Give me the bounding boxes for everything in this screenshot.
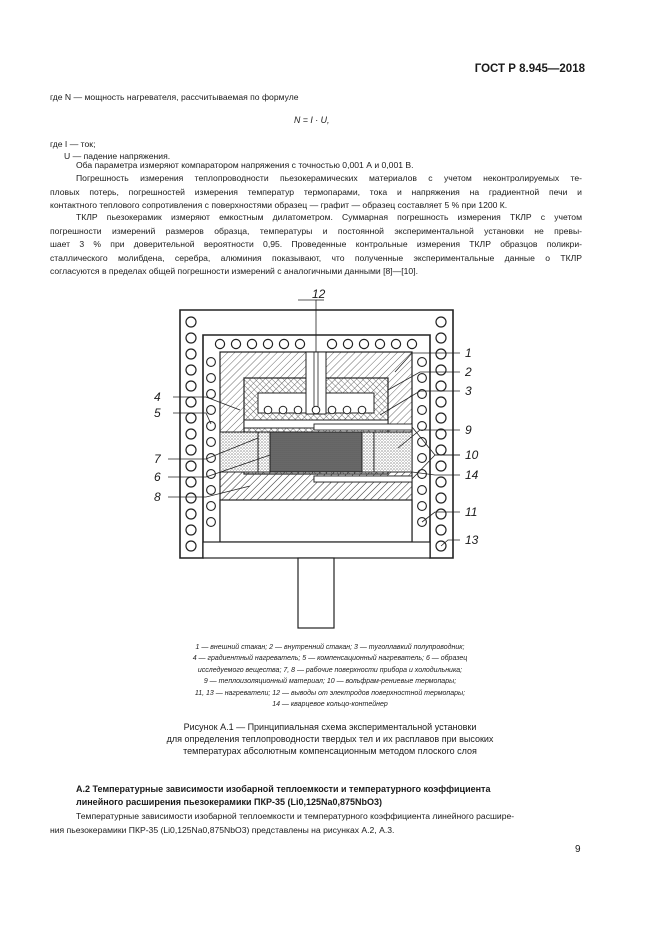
legend-line: 4 — градиентный нагреватель; 5 — компенс… [192, 655, 468, 663]
where-line-current: где I — ток; [50, 139, 96, 149]
base-plate [202, 541, 431, 559]
paragraph-line: пловых потерь, погрешностей измерения те… [50, 186, 582, 197]
legend-line: исследуемого вещества; 7, 8 — рабочие по… [197, 666, 463, 674]
callout-7: 7 [154, 452, 162, 466]
apparatus-schematic: 1 2 3 4 5 7 6 8 9 10 14 11 13 12 [154, 287, 479, 629]
formula: N = I · U, [294, 115, 330, 125]
closing-paragraph: Температурные зависимости изобарной тепл… [50, 810, 582, 837]
callout-13: 13 [465, 533, 479, 547]
section-title-line: А.2 Температурные зависимости изобарной … [76, 784, 491, 794]
callout-12: 12 [312, 287, 326, 301]
legend-line: 14 — кварцевое кольцо-контейнер [272, 701, 388, 709]
thermocouple-leads-12 [305, 351, 327, 415]
paragraph-accuracy: Оба параметра измеряют компаратором напр… [50, 159, 582, 173]
paragraph-line: шает 3 % при доверительной вероятности 0… [50, 239, 582, 250]
callout-5: 5 [154, 406, 161, 420]
callout-10: 10 [465, 448, 479, 462]
paragraph-tklr: ТКЛР пьезокерамик измеряют емкостным дил… [50, 211, 582, 279]
quartz-ring-left [257, 431, 271, 473]
paragraph-line: Оба параметра измеряют компаратором напр… [76, 160, 414, 170]
intro-line: где N — мощность нагревателя, рассчитыва… [50, 91, 582, 105]
gradient-heater-4 [263, 405, 367, 415]
callout-6: 6 [154, 470, 161, 484]
caption-line: для определения теплопроводности твердых… [166, 734, 494, 745]
legend-line: 1 — внешний стакан; 2 — внутренний стака… [195, 644, 465, 651]
page-number: 9 [575, 844, 581, 855]
callout-2: 2 [464, 365, 472, 379]
heater-coils-11 [206, 357, 427, 527]
callout-1: 1 [465, 346, 472, 360]
where-line-voltage: U — падение напряжения. [64, 151, 171, 161]
leader-lines [168, 299, 460, 547]
cold-stem [297, 557, 335, 629]
sample-6 [269, 431, 363, 473]
paragraph-line: Погрешность измерения теплопроводности п… [76, 173, 582, 183]
paragraph-line: ТКЛР пьезокерамик измеряют емкостным дил… [76, 212, 582, 222]
paragraph-line: погрешности измерений размеров образца, … [50, 225, 582, 236]
base-block [219, 499, 413, 543]
callout-3: 3 [465, 384, 472, 398]
paragraph-line: ния пьезокерамики ПКР-35 (Li0,125Na0,875… [50, 824, 395, 835]
insulation-9-right [373, 431, 413, 473]
legend-line: 11, 13 — нагреватели; 12 — выводы от эле… [194, 689, 466, 697]
quartz-ring-right [361, 431, 375, 473]
document-standard-header: ГОСТ Р 8.945—2018 [474, 63, 585, 75]
paragraph-thermal-error: Погрешность измерения теплопроводности п… [50, 172, 582, 213]
callout-9: 9 [465, 423, 472, 437]
figure-legend: 1 — внешний стакан; 2 — внутренний стака… [110, 642, 550, 710]
callout-14: 14 [465, 468, 479, 482]
figure-caption: Рисунок А.1 — Принципиальная схема экспе… [110, 721, 550, 758]
paragraph-line: согласуются в пределах общей погрешности… [50, 266, 418, 277]
callout-11: 11 [465, 505, 477, 519]
paragraph-line: контактного теплового сопротивления с по… [50, 200, 508, 211]
section-title-line: линейного расширения пьезокерамики ПКР-3… [76, 796, 383, 807]
section-heading: А.2 Температурные зависимости изобарной … [76, 783, 581, 808]
caption-line: температурах абсолютным компенсационным … [183, 746, 477, 757]
legend-line: 9 — теплоизоляционный материал; 10 — вол… [203, 678, 457, 686]
intro-text: где N — мощность нагревателя, рассчитыва… [50, 92, 299, 102]
paragraph-line: Температурные зависимости изобарной тепл… [76, 811, 515, 821]
caption-line: Рисунок А.1 — Принципиальная схема экспе… [183, 722, 477, 732]
callout-4: 4 [154, 390, 161, 404]
callout-8: 8 [154, 490, 161, 504]
paragraph-line: сталлического молибдена, серебра, алюмин… [50, 252, 582, 263]
thermocouple-10-upper [313, 423, 413, 431]
outer-casing-shell [179, 309, 454, 559]
